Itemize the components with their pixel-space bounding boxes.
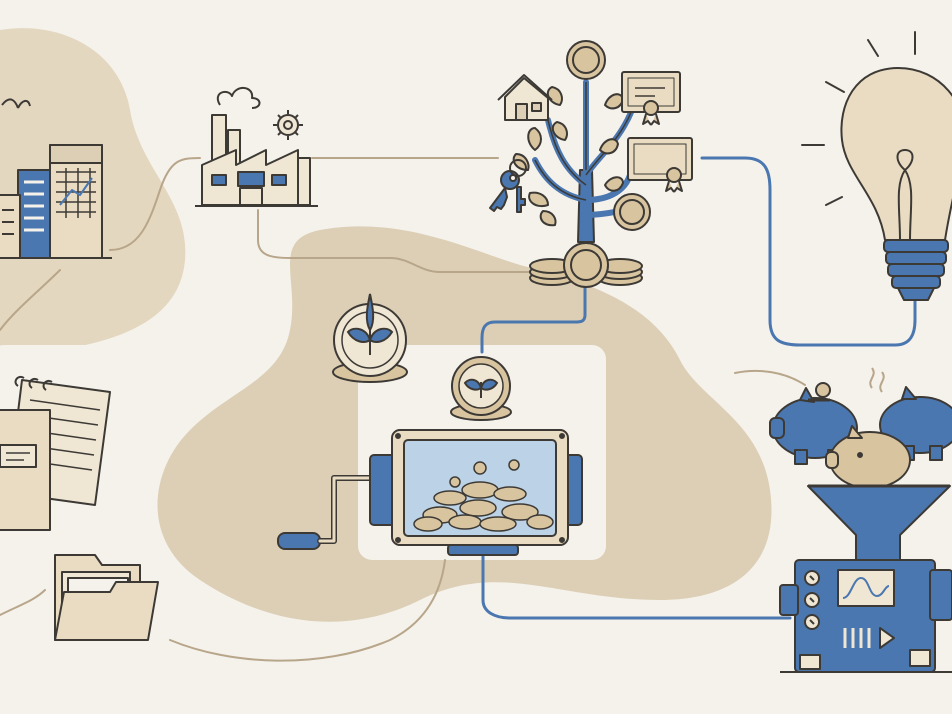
sprout-coin-small-icon — [450, 356, 512, 421]
steam-lines — [869, 367, 885, 393]
line-bottom-left — [0, 589, 46, 616]
notebook-front — [0, 409, 51, 531]
piggy-bank-icon — [769, 367, 952, 489]
building-small — [0, 194, 21, 259]
funnel — [807, 485, 951, 561]
city-buildings-icon — [0, 98, 112, 259]
factory-icon — [195, 87, 318, 207]
line-city-notebook — [0, 269, 61, 331]
money-tree-icon — [489, 40, 693, 288]
line-city-factory — [109, 157, 201, 251]
line-tree-machine — [480, 286, 587, 354]
coin-machine-icon — [277, 429, 583, 556]
bulb-glass — [840, 67, 952, 241]
light-bulb-icon — [801, 31, 952, 301]
funnel-machine-icon — [779, 484, 952, 673]
notebook-icon — [0, 376, 111, 531]
house-icon — [497, 74, 553, 121]
folder-icon — [54, 554, 159, 641]
bulb-base — [883, 239, 949, 301]
keys-icon — [489, 159, 527, 213]
line-machine-funnel — [481, 554, 792, 620]
smoke — [216, 87, 261, 109]
line-bottom-center — [169, 559, 446, 662]
certificate-icon — [621, 71, 693, 193]
bulb-rays — [801, 31, 916, 206]
connector-lines — [0, 156, 917, 662]
line-tree-bulb — [700, 156, 917, 347]
line-factory-down — [257, 209, 531, 273]
sprout-coin-icon — [332, 293, 408, 383]
bird-lines — [1, 98, 31, 109]
machine-display — [837, 569, 895, 607]
line-piggy — [734, 370, 806, 386]
machine-coins — [413, 459, 554, 532]
crank-handle — [277, 532, 321, 550]
coin-stacks — [529, 242, 643, 288]
